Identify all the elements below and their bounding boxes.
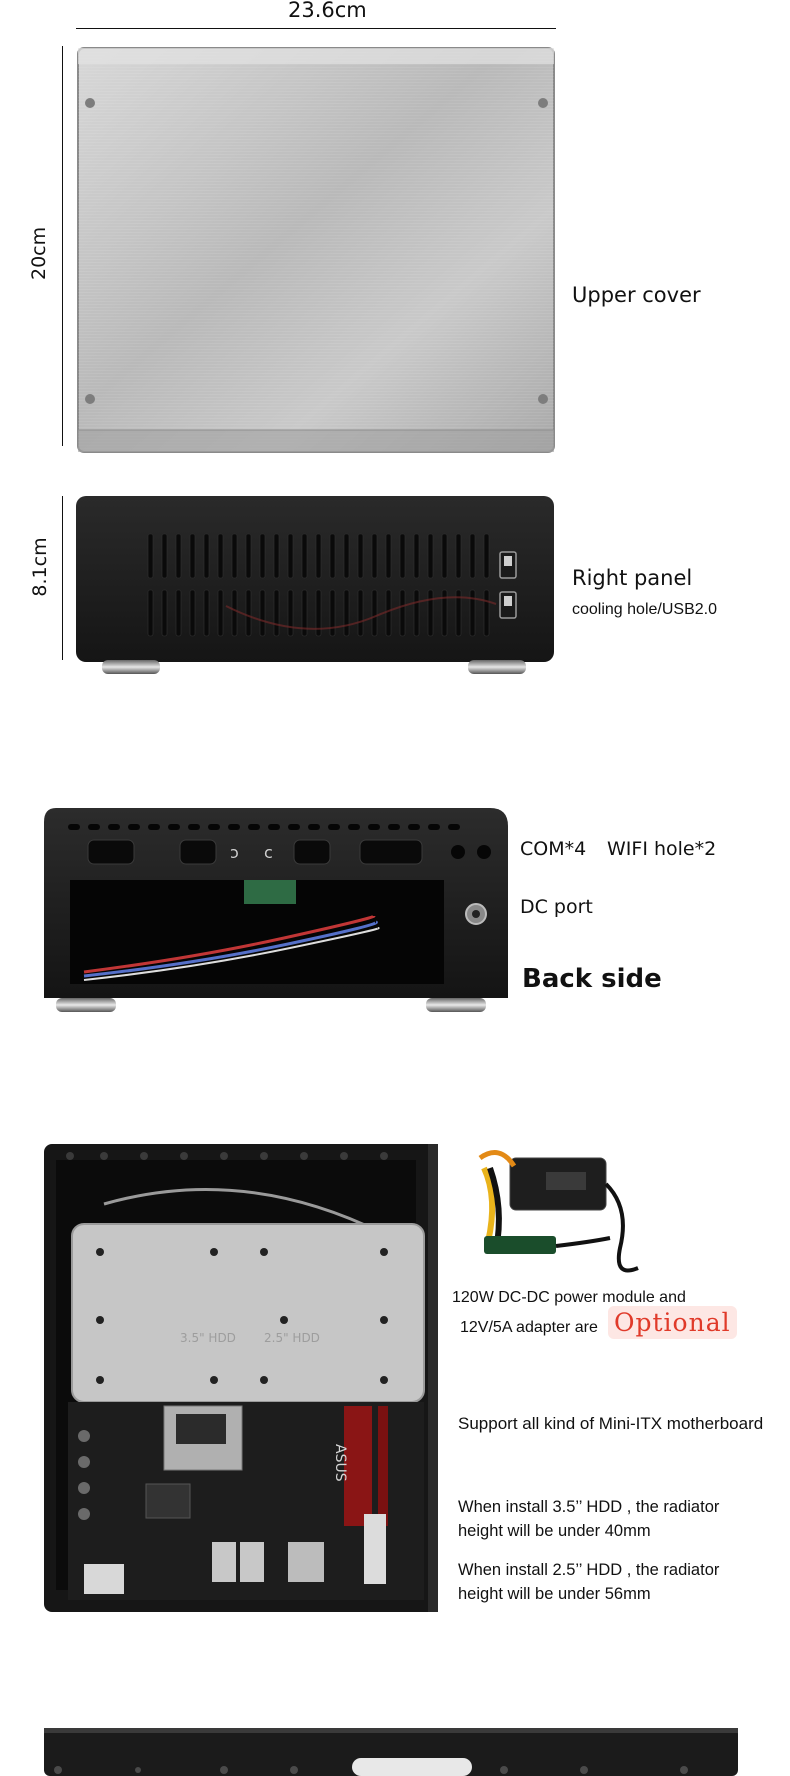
hdd25-text-1: When install 2.5’’ HDD , the radiator [458, 1561, 720, 1579]
depth-dimension-label: 20cm [28, 226, 50, 280]
svg-text:ↄ: ↄ [230, 843, 239, 862]
com-ports-label: COM*4 [520, 838, 587, 860]
optional-badge: Optional [608, 1306, 737, 1339]
right-panel-image [76, 496, 556, 678]
hdd35-text-1: When install 3.5’’ HDD , the radiator [458, 1498, 720, 1516]
height-dimension-label: 8.1cm [29, 537, 51, 597]
upper-cover-label: Upper cover [572, 283, 701, 307]
back-side-image: ↄ c [44, 808, 510, 1014]
height-dimension-line [62, 496, 63, 660]
power-module-image [470, 1138, 648, 1286]
dc-port-label: DC port [520, 896, 593, 918]
hdd35-text-2: height will be under 40mm [458, 1522, 651, 1540]
right-panel-label: Right panel [572, 566, 693, 590]
power-module-text-2: 12V/5A adapter are [460, 1319, 598, 1336]
interior-case-image: 3.5" HDD 2.5" HDD ASUS [44, 1144, 440, 1614]
depth-dimension-line [62, 46, 63, 446]
svg-text:c: c [264, 843, 273, 862]
right-panel-sublabel: cooling hole/USB2.0 [572, 601, 717, 618]
power-module-text-1: 120W DC-DC power module and [452, 1289, 686, 1306]
motherboard-brand: ASUS [332, 1444, 348, 1482]
bracket-label-a: 3.5" HDD [180, 1331, 236, 1345]
optional-text: Optional [614, 1308, 731, 1337]
back-side-label: Back side [522, 964, 662, 994]
wifi-hole-label: WIFI hole*2 [607, 838, 717, 860]
hdd25-text-2: height will be under 56mm [458, 1585, 651, 1603]
width-dimension-line [76, 28, 556, 29]
upper-cover-image [76, 46, 556, 454]
width-dimension-label: 23.6cm [288, 0, 367, 22]
motherboard-support-text: Support all kind of Mini-ITX motherboard [458, 1414, 764, 1433]
bottom-case-image [44, 1728, 738, 1776]
bracket-label-b: 2.5" HDD [264, 1331, 320, 1345]
